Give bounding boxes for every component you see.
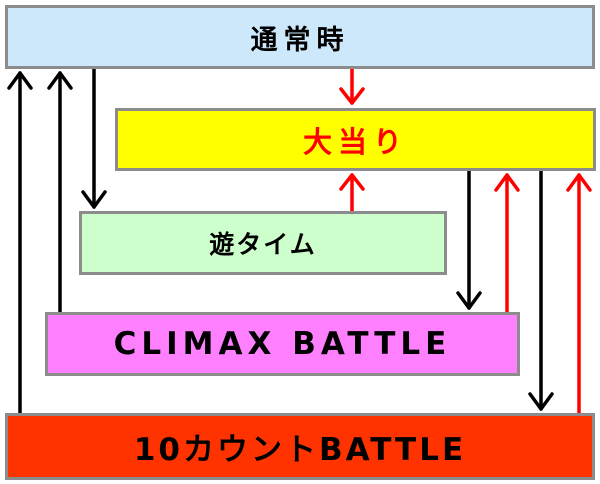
arrow-climax-to-jackpot [494,173,520,314]
arrow-jackpot-to-climax [456,169,482,310]
state-normal-box: 通常時 [5,5,595,69]
state-normal-label: 通常時 [250,24,350,56]
state-jackpot-box: 大当り [115,108,596,171]
arrow-normal-to-yu-time [81,67,107,209]
arrow-count-to-normal [7,71,33,415]
arrow-normal-to-jackpot [339,67,365,105]
state-climax-battle-box: CLIMAX BATTLE [45,312,520,376]
arrow-count-to-jackpot [566,173,592,415]
arrow-yu-time-to-jackpot [339,173,365,213]
state-count-battle-label: 10カウントBATTLE [133,432,467,468]
state-yu-time-label: 遊タイム [209,230,317,259]
state-count-battle-box: 10カウントBATTLE [5,413,595,480]
state-yu-time-box: 遊タイム [79,211,447,275]
state-jackpot-label: 大当り [302,124,408,159]
state-climax-battle-label: CLIMAX BATTLE [113,326,452,362]
arrow-jackpot-to-count [528,169,554,411]
arrow-climax-to-normal [47,71,73,314]
